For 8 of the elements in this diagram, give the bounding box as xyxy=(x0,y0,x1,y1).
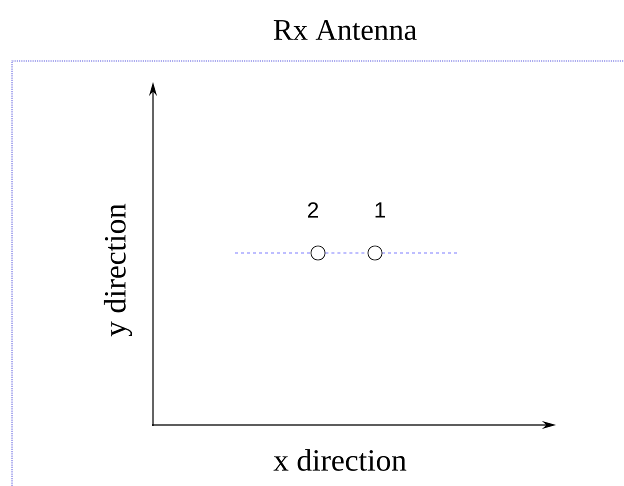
antenna-element xyxy=(310,246,326,260)
element-number: 2 xyxy=(308,202,318,218)
title: Rx Antenna xyxy=(274,20,417,40)
axis-label: y direction xyxy=(104,204,132,336)
axis-label: x direction xyxy=(274,449,406,471)
antenna-element xyxy=(368,246,382,260)
element-number: 1 xyxy=(376,202,386,218)
array-axis-line xyxy=(325,252,368,254)
